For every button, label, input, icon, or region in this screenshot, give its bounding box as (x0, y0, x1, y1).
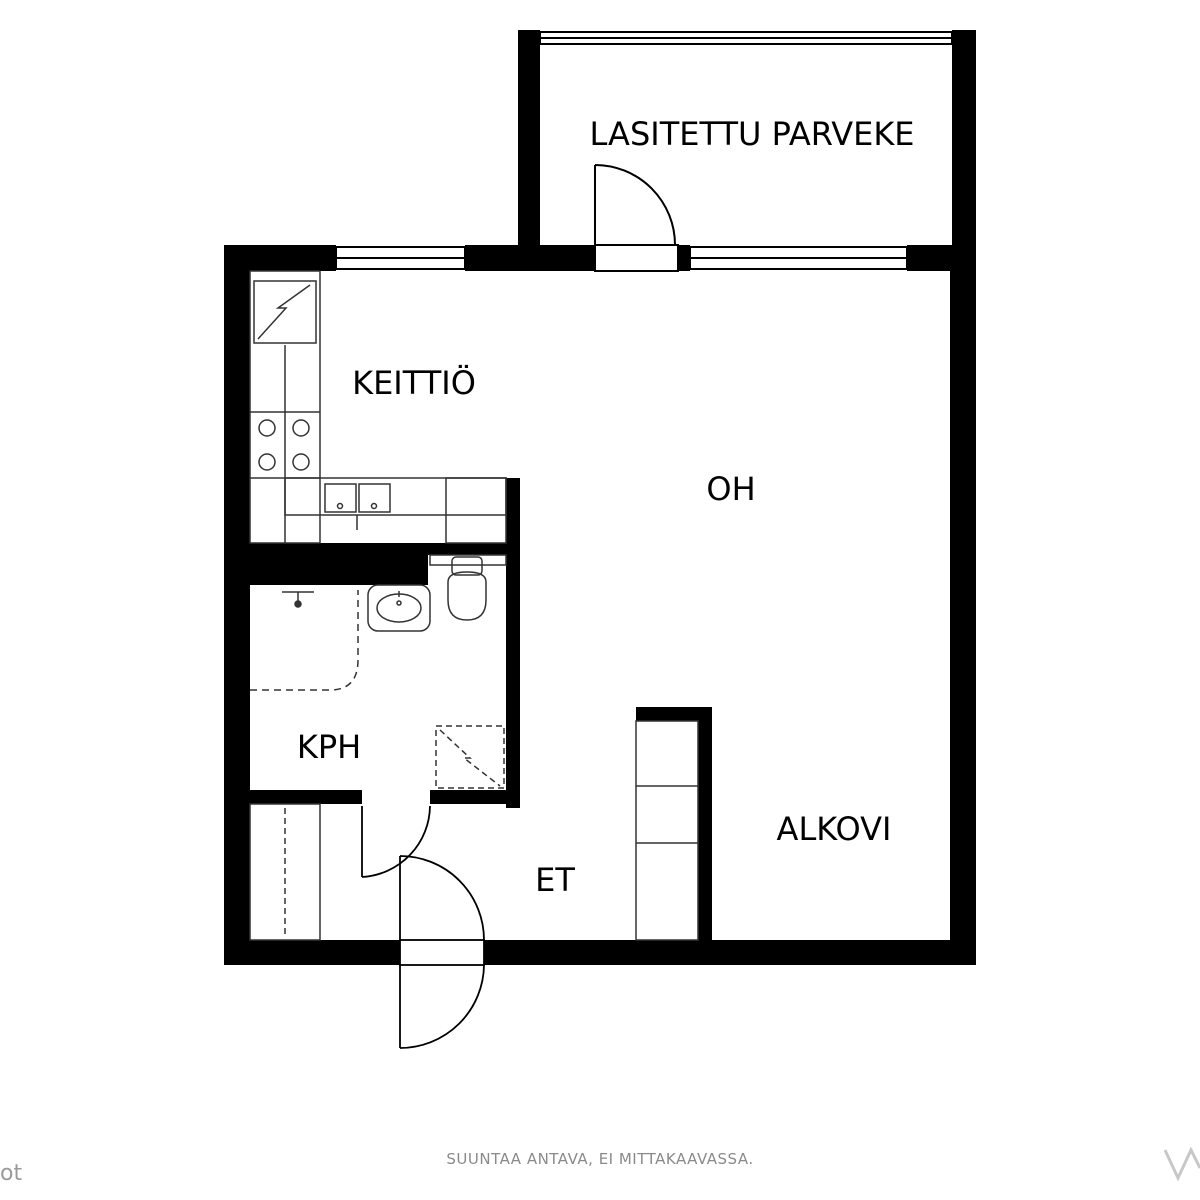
room-label-kitchen: KEITTIÖ (352, 364, 476, 402)
room-label-hall: ET (535, 861, 575, 899)
watermark-logo-icon (1163, 1146, 1200, 1182)
room-label-bathroom: KPH (297, 728, 361, 766)
balcony-door (594, 164, 679, 272)
interior-walls (250, 478, 712, 940)
bathroom-door (361, 805, 431, 878)
windows (335, 31, 953, 270)
bathroom-fixtures (250, 554, 507, 789)
room-label-living: OH (706, 470, 755, 508)
disclaimer-note: SUUNTAA ANTAVA, EI MITTAKAAVASSA. (446, 1150, 753, 1168)
room-label-alcove: ALKOVI (777, 810, 892, 848)
hall-closets (249, 803, 321, 941)
watermark-left: ot (0, 1161, 22, 1186)
kitchen-fixtures (249, 270, 507, 544)
wardrobe (635, 720, 699, 941)
entrance-door (399, 855, 485, 1049)
room-label-balcony: LASITETTU PARVEKE (589, 115, 914, 153)
